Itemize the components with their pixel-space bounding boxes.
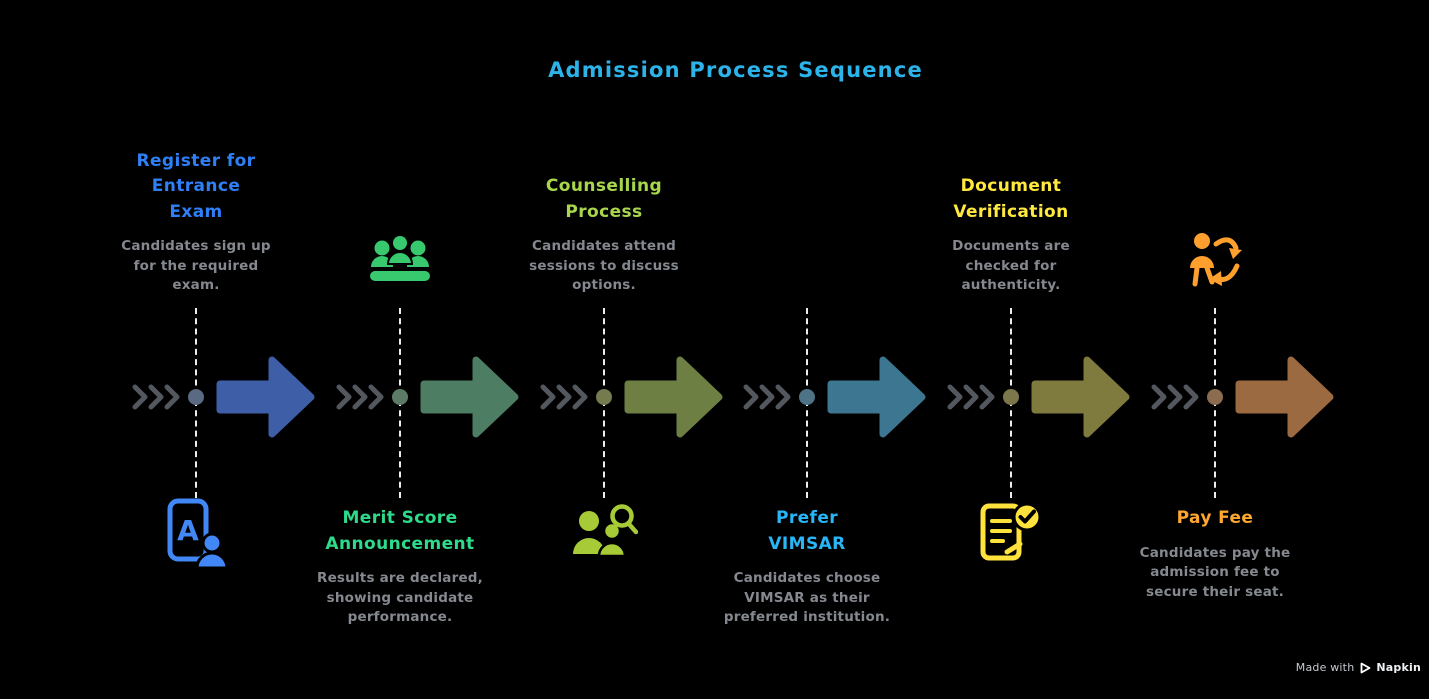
step4-flow-arrow-icon <box>827 356 926 438</box>
document-check-icon <box>979 500 1043 564</box>
step6-flow-arrow-icon <box>1235 356 1334 438</box>
step6-title: Pay Fee <box>1176 508 1254 528</box>
page-title: Admission Process Sequence <box>548 58 923 82</box>
step3-timeline-dot <box>596 389 612 405</box>
napkin-brand-label: Napkin <box>1376 661 1421 674</box>
step1-description: Candidates sign up for the required exam… <box>121 238 271 294</box>
step5-title: Document Verification <box>953 176 1069 222</box>
step4-description: Candidates choose VIMSAR as their prefer… <box>723 570 891 626</box>
step2-text-block: Merit Score Announcement Results are dec… <box>290 506 510 628</box>
svg-text:A: A <box>177 514 199 547</box>
step6-timeline-dot <box>1207 389 1223 405</box>
step5-description: Documents are checked for authenticity. <box>952 238 1070 294</box>
step2-chevrons-icon <box>336 384 384 410</box>
step3-chevrons-icon <box>540 384 588 410</box>
step5-timeline-dot <box>1003 389 1019 405</box>
step3-description: Candidates attend sessions to discuss op… <box>529 238 679 294</box>
step6-text-block: Pay Fee Candidates pay the admission fee… <box>1105 506 1325 602</box>
registration-phone-icon: A <box>164 498 228 570</box>
step6-chevrons-icon <box>1151 384 1199 410</box>
step2-title: Merit Score Announcement <box>325 508 475 554</box>
made-with-napkin-credit: Made with Napkin <box>1296 661 1421 674</box>
step5-flow-arrow-icon <box>1031 356 1130 438</box>
step2-description: Results are declared, showing candidate … <box>316 570 483 626</box>
step1-title: Register for Entrance Exam <box>136 150 256 222</box>
step1-timeline-dot <box>188 389 204 405</box>
step6-description: Candidates pay the admission fee to secu… <box>1139 544 1291 600</box>
step1-text-block: Register for Entrance Exam Candidates si… <box>86 149 306 296</box>
audience-icon <box>366 234 434 288</box>
step2-timeline-dot <box>392 389 408 405</box>
step4-chevrons-icon <box>743 384 791 410</box>
person-transfer-icon <box>1185 230 1245 296</box>
step4-text-block: Prefer VIMSAR Candidates choose VIMSAR a… <box>697 506 917 628</box>
step5-text-block: Document Verification Documents are chec… <box>901 174 1121 296</box>
people-search-icon <box>570 502 638 564</box>
step5-chevrons-icon <box>947 384 995 410</box>
step3-title: Counselling Process <box>545 176 663 222</box>
step2-flow-arrow-icon <box>420 356 519 438</box>
step1-flow-arrow-icon <box>216 356 315 438</box>
step3-flow-arrow-icon <box>624 356 723 438</box>
napkin-logo-icon <box>1360 662 1371 673</box>
step3-text-block: Counselling Process Candidates attend se… <box>494 174 714 296</box>
step1-chevrons-icon <box>132 384 180 410</box>
made-with-label: Made with <box>1295 661 1355 674</box>
step4-title: Prefer VIMSAR <box>768 508 846 554</box>
step4-timeline-dot <box>799 389 815 405</box>
